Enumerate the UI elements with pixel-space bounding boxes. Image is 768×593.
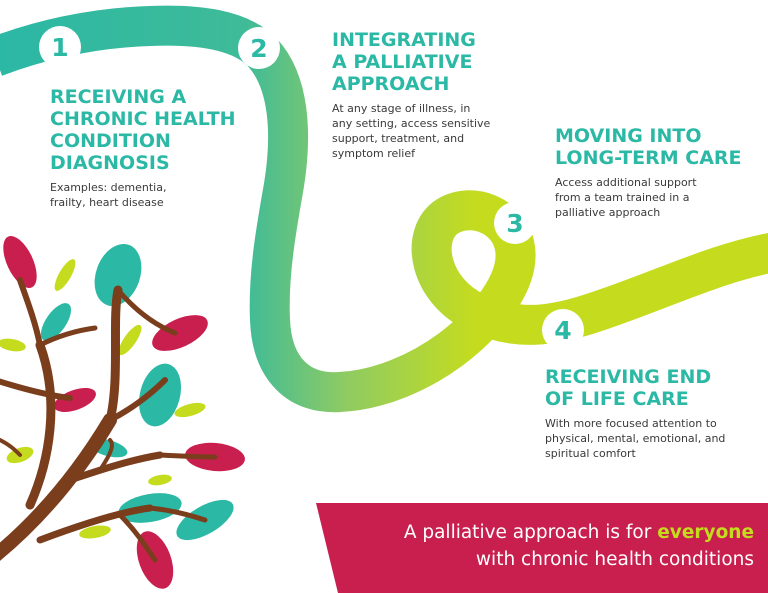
leaf-teal [138, 363, 182, 427]
step-1: RECEIVING A CHRONIC HEALTH CONDITION DIA… [50, 86, 270, 210]
leaf-lime [0, 338, 26, 352]
banner-message: A palliative approach is for everyone wi… [340, 519, 754, 573]
step-2: INTEGRATING A PALLIATIVE APPROACH At any… [332, 29, 552, 161]
leaf-crimson [152, 315, 208, 351]
tree-illustration [0, 236, 245, 589]
step-2-description: At any stage of illness, in any setting,… [332, 102, 491, 160]
step-3: MOVING INTO LONG-TERM CARE Access additi… [555, 125, 760, 220]
banner-line-1: A palliative approach is for everyone [340, 519, 754, 546]
step-1-title: RECEIVING A CHRONIC HEALTH CONDITION DIA… [50, 86, 236, 174]
step-4-title: RECEIVING END OF LIFE CARE [545, 366, 712, 410]
banner-text-before: A palliative approach is for [403, 522, 658, 543]
banner-background [316, 503, 768, 593]
stage-1-marker: 1 [39, 26, 81, 68]
stage-2-marker: 2 [238, 27, 280, 69]
banner-highlight: everyone [657, 522, 754, 543]
stage-4-marker: 4 [542, 309, 584, 351]
step-3-description: Access additional support from a team tr… [555, 176, 697, 219]
step-3-title: MOVING INTO LONG-TERM CARE [555, 125, 742, 169]
leaf-lime [79, 525, 111, 539]
leaf-crimson [54, 387, 96, 413]
stage-4-number: 4 [554, 316, 571, 345]
leaf-crimson [3, 236, 37, 288]
stage-3-marker: 3 [494, 202, 536, 244]
leaf-teal [94, 244, 142, 306]
step-1-description: Examples: dementia, frailty, heart disea… [50, 181, 167, 209]
leaf-lime [54, 259, 76, 291]
banner-line-2: with chronic health conditions [475, 549, 754, 570]
step-4-description: With more focused attention to physical,… [545, 417, 726, 460]
leaf-lime [174, 402, 206, 418]
step-4: RECEIVING END OF LIFE CARE With more foc… [545, 366, 760, 461]
leaf-lime [148, 474, 172, 486]
stage-1-number: 1 [51, 33, 68, 62]
leaf-lime [118, 324, 142, 356]
stage-3-number: 3 [506, 209, 523, 238]
stage-2-number: 2 [250, 34, 267, 63]
leaf-teal [40, 303, 72, 341]
step-2-title: INTEGRATING A PALLIATIVE APPROACH [332, 29, 476, 95]
